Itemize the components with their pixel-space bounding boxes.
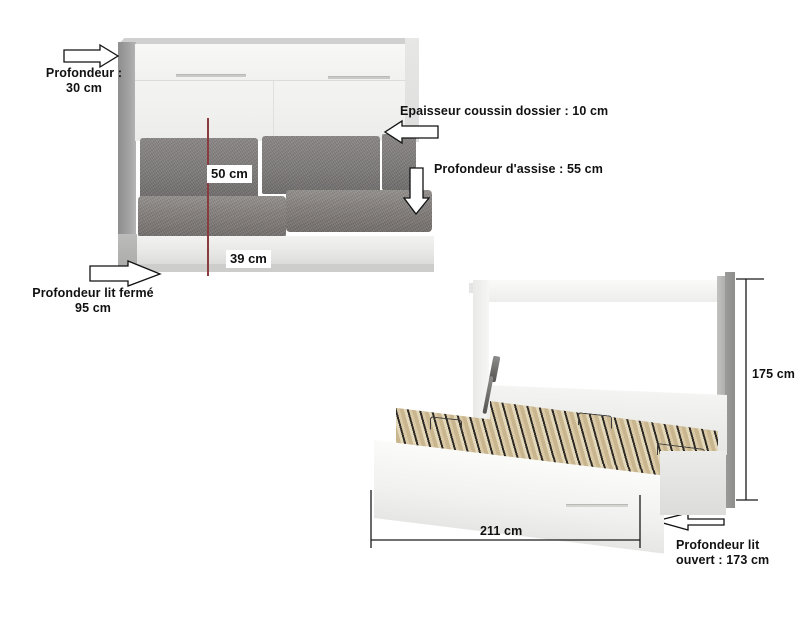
- closed-sofa-bed-illustration: [118, 38, 443, 280]
- dimension-seat-height-total: 50 cm: [207, 165, 252, 183]
- cabinet-panel-divider: [273, 81, 274, 141]
- label-bed-depth-open-line2: ouvert : 173 cm: [676, 553, 770, 567]
- label-bed-depth-closed-line1: Profondeur lit fermé: [32, 286, 154, 300]
- backrest-cushion-end: [382, 134, 416, 190]
- label-depth-closed-line2: 30 cm: [66, 81, 102, 95]
- seat-cushion-right: [286, 190, 432, 232]
- label-bed-depth-closed: Profondeur lit fermé 95 cm: [8, 286, 178, 316]
- wall-cabinet-top-panel: [473, 280, 725, 302]
- label-bed-height-open: 175 cm: [752, 367, 795, 381]
- measure-line-seat: [207, 118, 209, 276]
- label-depth-closed: Profondeur : 30 cm: [30, 66, 138, 96]
- drawer-handle-right[interactable]: [328, 76, 390, 79]
- label-bed-depth-open-line1: Profondeur lit: [676, 538, 760, 552]
- drawer-handle-left[interactable]: [176, 74, 246, 77]
- dimension-seat-height-base: 39 cm: [226, 250, 271, 268]
- arrow-right-icon: [63, 43, 120, 69]
- wall-cabinet-right-depth: [725, 272, 735, 508]
- open-bed-illustration: [360, 268, 760, 554]
- label-seat-depth: Profondeur d'assise : 55 cm: [434, 162, 603, 176]
- label-bed-width-open: 211 cm: [480, 524, 523, 538]
- cabinet-left-side-panel: [118, 42, 136, 257]
- label-bed-depth-closed-line2: 95 cm: [75, 301, 111, 315]
- label-bed-depth-open: Profondeur lit ouvert : 173 cm: [676, 538, 769, 568]
- backrest-cushion-right: [262, 136, 380, 194]
- wall-cabinet-inner-panel: [489, 302, 725, 396]
- bed-frame-right-side: [660, 451, 726, 515]
- sofa-base-shadow: [136, 264, 434, 272]
- cabinet-right-edge: [405, 38, 419, 142]
- seat-cushion-left: [138, 196, 286, 238]
- bed-frame-front-handle[interactable]: [566, 504, 628, 507]
- sofa-base-front: [136, 236, 434, 266]
- label-backrest-thickness: Epaisseur coussin dossier : 10 cm: [400, 104, 609, 118]
- label-depth-closed-line1: Profondeur :: [45, 66, 123, 80]
- sofa-base-left-side: [118, 234, 137, 270]
